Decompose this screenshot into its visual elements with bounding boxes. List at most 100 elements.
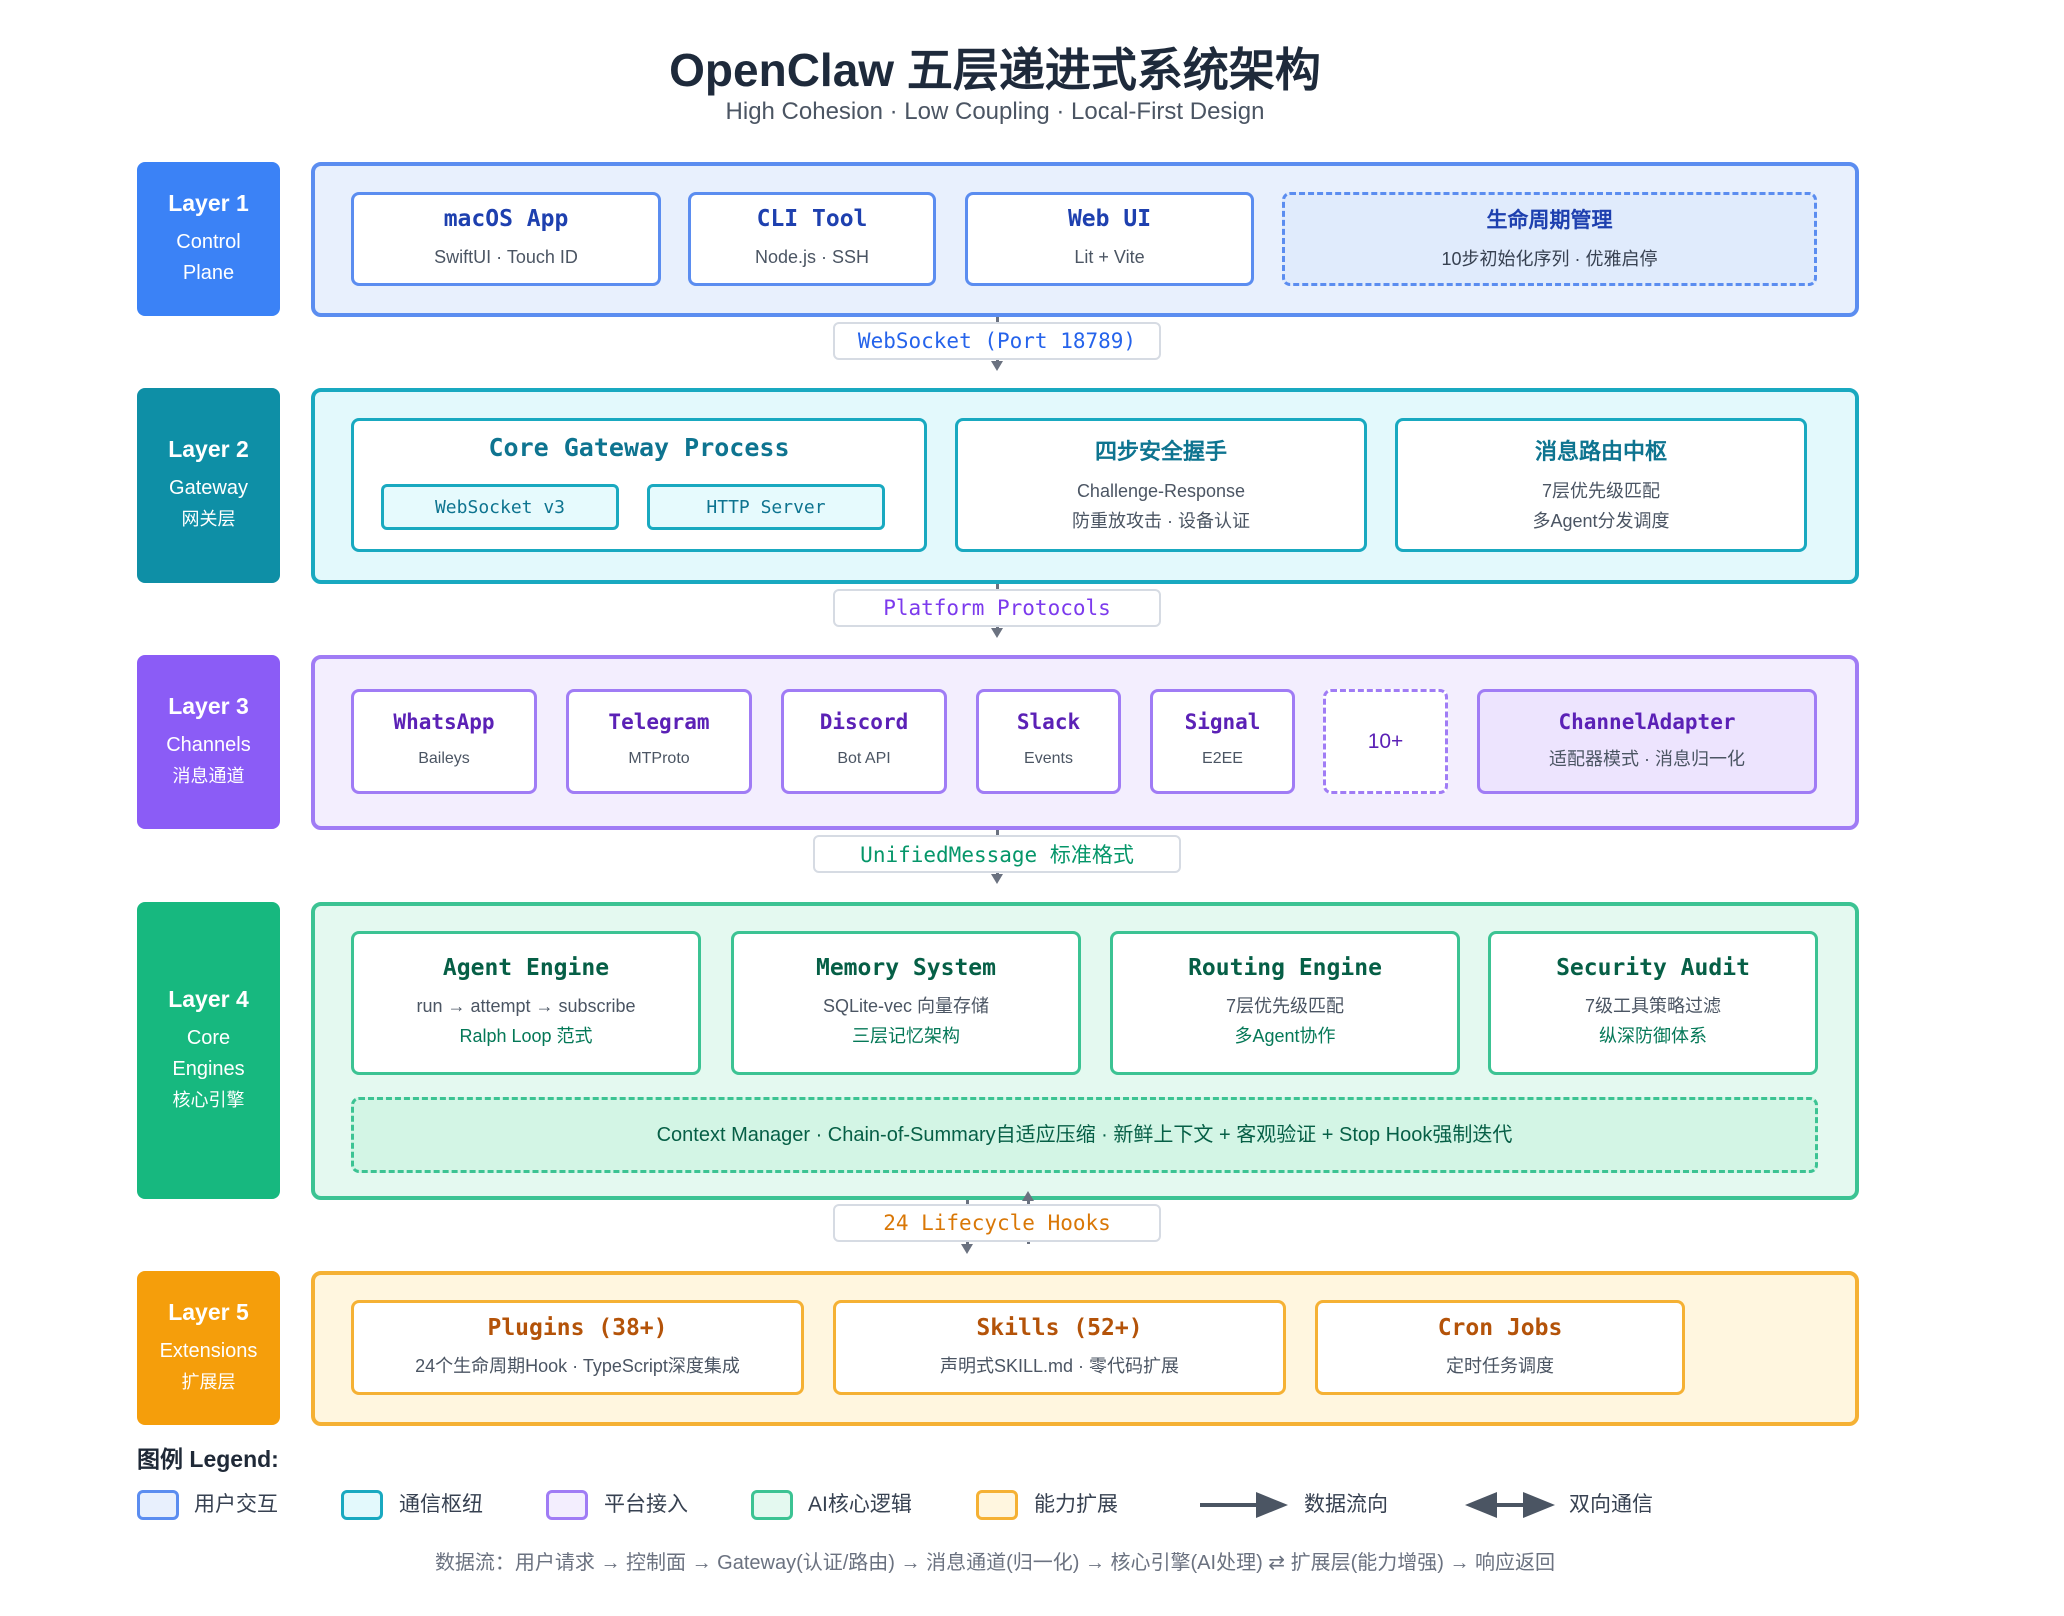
legend-label: 平台接入 xyxy=(604,1493,688,1516)
layer-1-name: Layer 1 xyxy=(168,189,249,216)
cli-tool-title: CLI Tool xyxy=(756,206,868,232)
handshake-sub: Challenge-Response xyxy=(1076,481,1246,501)
websocket-v3-pill: WebSocket v3 xyxy=(381,484,619,530)
channel-sub: Baileys xyxy=(418,749,470,767)
legend-label: AI核心逻辑 xyxy=(808,1493,912,1516)
handshake-card: 四步安全握手 Challenge-Response 防重放攻击 · 设备认证 xyxy=(955,418,1367,552)
engine-agent-card: Agent Engine run → attempt → subscribe R… xyxy=(351,931,701,1075)
legend-swatch-user xyxy=(137,1490,179,1520)
diagram-subtitle: High Cohesion · Low Coupling · Local-Fir… xyxy=(725,98,1265,125)
plugins-title: Plugins (38+) xyxy=(487,1314,668,1341)
layer-5-sub: Extensions xyxy=(159,1339,258,1362)
engine-sub2: 多Agent协作 xyxy=(1234,1026,1336,1046)
engine-security-card: Security Audit 7级工具策略过滤 纵深防御体系 xyxy=(1488,931,1818,1075)
layer-5-label: Layer 5 Extensions 扩展层 xyxy=(137,1271,280,1425)
arrow-down-icon xyxy=(961,1244,973,1254)
skills-sub: 声明式SKILL.md · 零代码扩展 xyxy=(939,1355,1180,1376)
handshake-sub2: 防重放攻击 · 设备认证 xyxy=(1072,511,1250,531)
context-manager-bar: Context Manager · Chain-of-Summary自适应压缩 … xyxy=(351,1097,1818,1173)
engine-title: Routing Engine xyxy=(1188,955,1382,981)
macos-app-card: macOS App SwiftUI · Touch ID xyxy=(351,192,661,286)
engine-title: Memory System xyxy=(815,955,996,981)
channel-telegram-card: Telegram MTProto xyxy=(566,689,752,794)
layer-4-name: Layer 4 xyxy=(168,985,249,1012)
plugins-card: Plugins (38+) 24个生命周期Hook · TypeScript深度… xyxy=(351,1300,804,1395)
layer-2-sub: Gateway xyxy=(169,477,248,499)
http-server-pill: HTTP Server xyxy=(647,484,885,530)
connector-unified: UnifiedMessage 标准格式 xyxy=(813,835,1181,873)
bidirectional-arrow-icon xyxy=(1465,1492,1555,1518)
engine-sub2: Ralph Loop 范式 xyxy=(459,1026,593,1046)
connector-platform: Platform Protocols xyxy=(833,589,1161,627)
layer-1-sub2: Plane xyxy=(182,261,235,284)
engine-sub2: 纵深防御体系 xyxy=(1599,1026,1707,1046)
channel-title: Signal xyxy=(1184,709,1261,734)
web-ui-sub: Lit + Vite xyxy=(1074,247,1145,267)
channel-title: WhatsApp xyxy=(393,709,495,734)
dataflow-footer: 数据流：用户请求 → 控制面 → Gateway(认证/路由) → 消息通道(归… xyxy=(434,1552,1556,1574)
engine-sub: SQLite-vec 向量存储 xyxy=(822,996,990,1016)
cron-sub: 定时任务调度 xyxy=(1446,1355,1554,1376)
channel-adapter-card: ChannelAdapter 适配器模式 · 消息归一化 xyxy=(1477,689,1817,794)
cli-tool-card: CLI Tool Node.js · SSH xyxy=(688,192,936,286)
channel-whatsapp-card: WhatsApp Baileys xyxy=(351,689,537,794)
engine-title: Security Audit xyxy=(1556,955,1750,981)
handshake-title: 四步安全握手 xyxy=(1094,439,1227,464)
cron-card: Cron Jobs 定时任务调度 xyxy=(1315,1300,1685,1395)
channel-title: Telegram xyxy=(608,709,710,734)
lifecycle-card: 生命周期管理 10步初始化序列 · 优雅启停 xyxy=(1282,192,1817,286)
engine-sub: run → attempt → subscribe xyxy=(416,996,636,1016)
layer-3-label: Layer 3 Channels 消息通道 xyxy=(137,655,280,829)
router-sub: 7层优先级匹配 xyxy=(1541,481,1660,501)
channel-sub: MTProto xyxy=(628,749,690,767)
legend-label: 双向通信 xyxy=(1569,1493,1653,1516)
arrow-up-icon xyxy=(1022,1191,1034,1201)
skills-title: Skills (52+) xyxy=(976,1314,1143,1341)
lifecycle-title: 生命周期管理 xyxy=(1486,209,1613,232)
channel-sub: Events xyxy=(1024,749,1073,767)
engine-title: Agent Engine xyxy=(442,955,610,981)
legend-label: 能力扩展 xyxy=(1034,1493,1118,1516)
core-gateway-title: Core Gateway Process xyxy=(488,433,790,462)
layer-1-label: Layer 1 Control Plane xyxy=(137,162,280,316)
channel-more-label: 10+ xyxy=(1367,729,1404,753)
legend-swatch-ai xyxy=(751,1490,793,1520)
layer-4-sub: Core xyxy=(186,1026,231,1049)
cron-title: Cron Jobs xyxy=(1437,1314,1563,1341)
connector-hooks: 24 Lifecycle Hooks xyxy=(833,1204,1161,1242)
engine-sub2: 三层记忆架构 xyxy=(852,1026,960,1046)
web-ui-title: Web UI xyxy=(1067,206,1152,232)
legend-swatch-ext xyxy=(976,1490,1018,1520)
legend-label: 用户交互 xyxy=(194,1493,278,1516)
engine-memory-card: Memory System SQLite-vec 向量存储 三层记忆架构 xyxy=(731,931,1081,1075)
cli-tool-sub: Node.js · SSH xyxy=(754,247,870,267)
plugins-sub: 24个生命周期Hook · TypeScript深度集成 xyxy=(415,1355,740,1376)
context-manager-text: Context Manager · Chain-of-Summary自适应压缩 … xyxy=(656,1124,1513,1146)
channel-title: Discord xyxy=(819,709,909,734)
layer-3-sub: Channels xyxy=(166,733,251,756)
arrow-down-icon xyxy=(991,361,1003,371)
diagram-title: OpenClaw 五层递进式系统架构 xyxy=(669,44,1321,96)
layer-4-sub2: Engines xyxy=(172,1057,245,1080)
lifecycle-sub: 10步初始化序列 · 优雅启停 xyxy=(1441,249,1658,269)
layer-4-sub3: 核心引擎 xyxy=(172,1089,245,1110)
skills-card: Skills (52+) 声明式SKILL.md · 零代码扩展 xyxy=(833,1300,1286,1395)
layer-2-label: Layer 2 Gateway 网关层 xyxy=(137,388,280,583)
router-card: 消息路由中枢 7层优先级匹配 多Agent分发调度 xyxy=(1395,418,1807,552)
layer-1-sub: Control xyxy=(176,230,241,253)
router-sub2: 多Agent分发调度 xyxy=(1532,511,1670,531)
arrow-down-icon xyxy=(991,628,1003,638)
layer-2-sub2: 网关层 xyxy=(181,509,236,529)
macos-app-sub: SwiftUI · Touch ID xyxy=(434,247,578,267)
connector-websocket: WebSocket (Port 18789) xyxy=(833,322,1161,360)
layer-4-label: Layer 4 Core Engines 核心引擎 xyxy=(137,902,280,1199)
channel-more-card: 10+ xyxy=(1323,689,1448,794)
channel-signal-card: Signal E2EE xyxy=(1150,689,1295,794)
legend-title: 图例 Legend: xyxy=(137,1446,279,1472)
arrow-right-icon xyxy=(1200,1492,1288,1518)
legend-label: 数据流向 xyxy=(1304,1493,1388,1516)
channel-sub: Bot API xyxy=(837,749,891,767)
legend-swatch-platform xyxy=(546,1490,588,1520)
channel-title: Slack xyxy=(1016,709,1081,734)
arrow-down-icon xyxy=(991,874,1003,884)
